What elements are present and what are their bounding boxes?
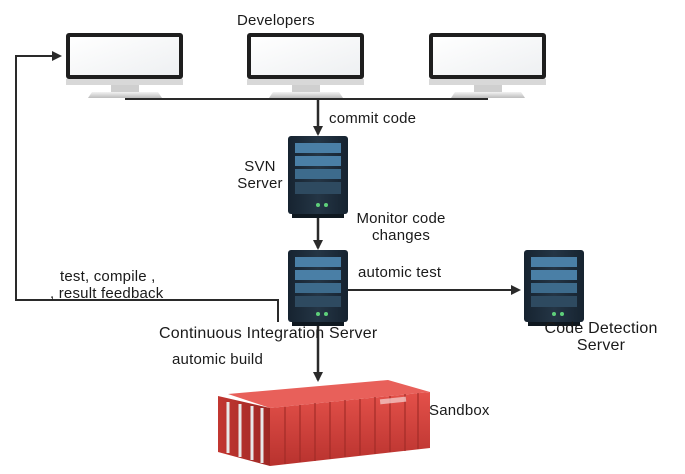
feedback-label: test, compile , , result feedback	[50, 268, 163, 302]
commit-code-label: commit code	[329, 110, 417, 127]
feedback-label-line1: test, compile ,	[60, 268, 156, 285]
monitor-code-changes-label: Monitor code changes	[340, 210, 462, 244]
automic-test-label: automic test	[358, 264, 442, 281]
monitor-label-line1: Monitor code	[356, 210, 446, 227]
automic-build-label: automic build	[172, 351, 263, 368]
svn-label-line1: SVN	[244, 158, 276, 175]
developer-monitor-2	[247, 33, 364, 98]
developers-label: Developers	[237, 12, 315, 29]
feedback-loop-arrow	[15, 51, 279, 322]
sandbox-label: Sandbox	[429, 402, 490, 419]
svn-server-label: SVN Server	[232, 158, 288, 192]
developer-monitor-1	[66, 33, 183, 98]
code-detection-label-line1: Code Detection	[544, 320, 658, 337]
code-detection-server-icon	[524, 250, 584, 326]
code-detection-server-label: Code Detection Server	[516, 320, 685, 354]
svn-label-line2: Server	[237, 175, 283, 192]
ci-server-icon	[288, 250, 348, 326]
developer-monitor-3	[429, 33, 546, 98]
shipping-container-icon	[218, 380, 430, 466]
monitor-label-line2: changes	[371, 227, 431, 244]
code-detection-label-line2: Server	[576, 337, 626, 354]
ci-server-label: Continuous Integration Server	[159, 325, 378, 342]
svn-server-icon	[288, 136, 348, 218]
feedback-label-line2: , result feedback	[50, 285, 164, 302]
